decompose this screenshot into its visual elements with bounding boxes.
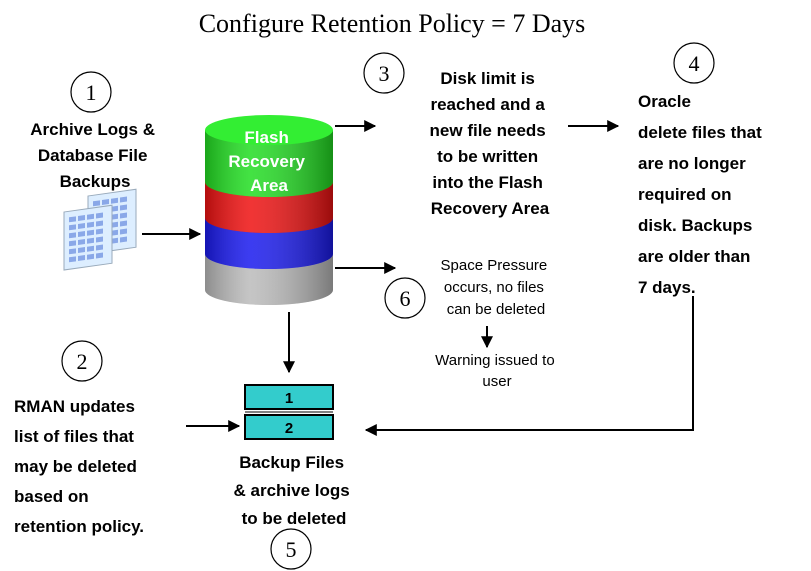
step-1-marker: 1 xyxy=(70,71,112,113)
step-1-text: Archive Logs & Database File Backups xyxy=(30,120,159,191)
step-6-marker: 6 xyxy=(384,277,426,319)
step-6-text: Space Pressure occurs, no files can be d… xyxy=(441,257,552,318)
backup-documents-icon xyxy=(63,188,137,271)
step-6-number: 6 xyxy=(400,286,411,311)
step-5-marker: 5 xyxy=(270,528,312,570)
backup-row-2 xyxy=(244,414,334,440)
cylinder-label: Flash Recovery Area xyxy=(228,128,309,195)
step-2-text: RMAN updates list of files that may be d… xyxy=(14,397,144,536)
arrow-step4-to-backups xyxy=(364,296,694,436)
step-2-marker: 2 xyxy=(61,340,103,382)
step-4-number: 4 xyxy=(689,51,700,76)
step-5-text: Backup Files & archive logs to be delete… xyxy=(234,453,355,528)
step-5-number: 5 xyxy=(286,537,297,562)
backup-row-2-label: 2 xyxy=(285,420,293,437)
step-4-marker: 4 xyxy=(673,42,715,84)
warning-text: Warning issued to user xyxy=(435,352,559,390)
diagram-title: Configure Retention Policy = 7 Days xyxy=(199,9,586,38)
step-2-number: 2 xyxy=(77,349,88,374)
step-3-number: 3 xyxy=(379,61,390,86)
step-4-text: Oracle delete files that are no longer r… xyxy=(638,92,767,297)
flash-recovery-area-cylinder: Flash Recovery Area xyxy=(205,115,333,305)
step-3-text: Disk limit is reached and a new file nee… xyxy=(430,69,551,218)
backup-row-1 xyxy=(244,384,334,410)
step-3-marker: 3 xyxy=(363,52,405,94)
backup-files-table: 1 2 xyxy=(244,384,334,440)
backup-row-1-label: 1 xyxy=(285,390,293,407)
step-1-number: 1 xyxy=(86,80,97,105)
